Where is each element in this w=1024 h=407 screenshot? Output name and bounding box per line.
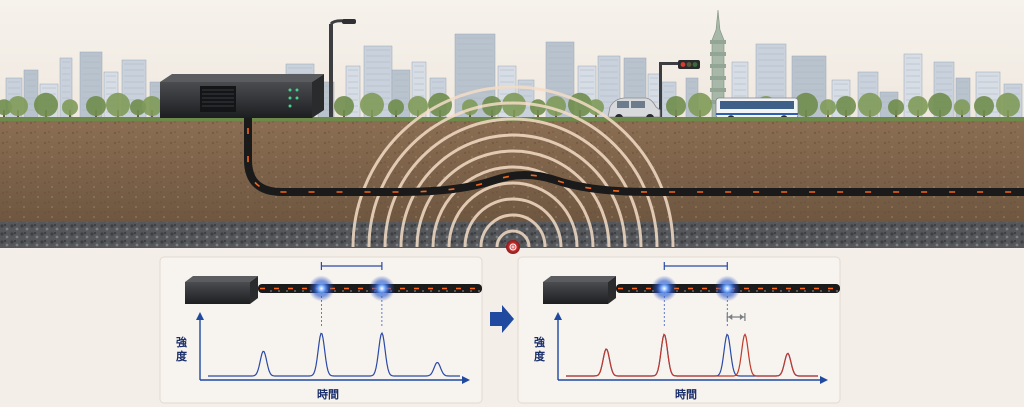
backscatter-point-icon (714, 275, 741, 302)
traffic-light (659, 60, 700, 120)
transition-arrow (490, 305, 514, 333)
y-axis-label: 強度 (534, 335, 546, 363)
street-lamp (329, 19, 356, 120)
vibration-ripples (351, 85, 675, 248)
buried-fiber-cable (244, 100, 1024, 196)
backscatter-point-icon (308, 275, 335, 302)
vibration-source-icon (506, 240, 520, 254)
y-axis-label: 強度 (176, 335, 188, 363)
signal-trace (566, 333, 818, 377)
tree-row (0, 92, 1020, 118)
backscatter-point-icon (368, 275, 395, 302)
signal-trace (208, 331, 460, 377)
x-axis-label: 時間 (675, 387, 697, 401)
das-interrogator-unit (160, 74, 324, 118)
x-axis-label: 時間 (317, 387, 339, 401)
backscatter-point-icon (651, 275, 678, 302)
